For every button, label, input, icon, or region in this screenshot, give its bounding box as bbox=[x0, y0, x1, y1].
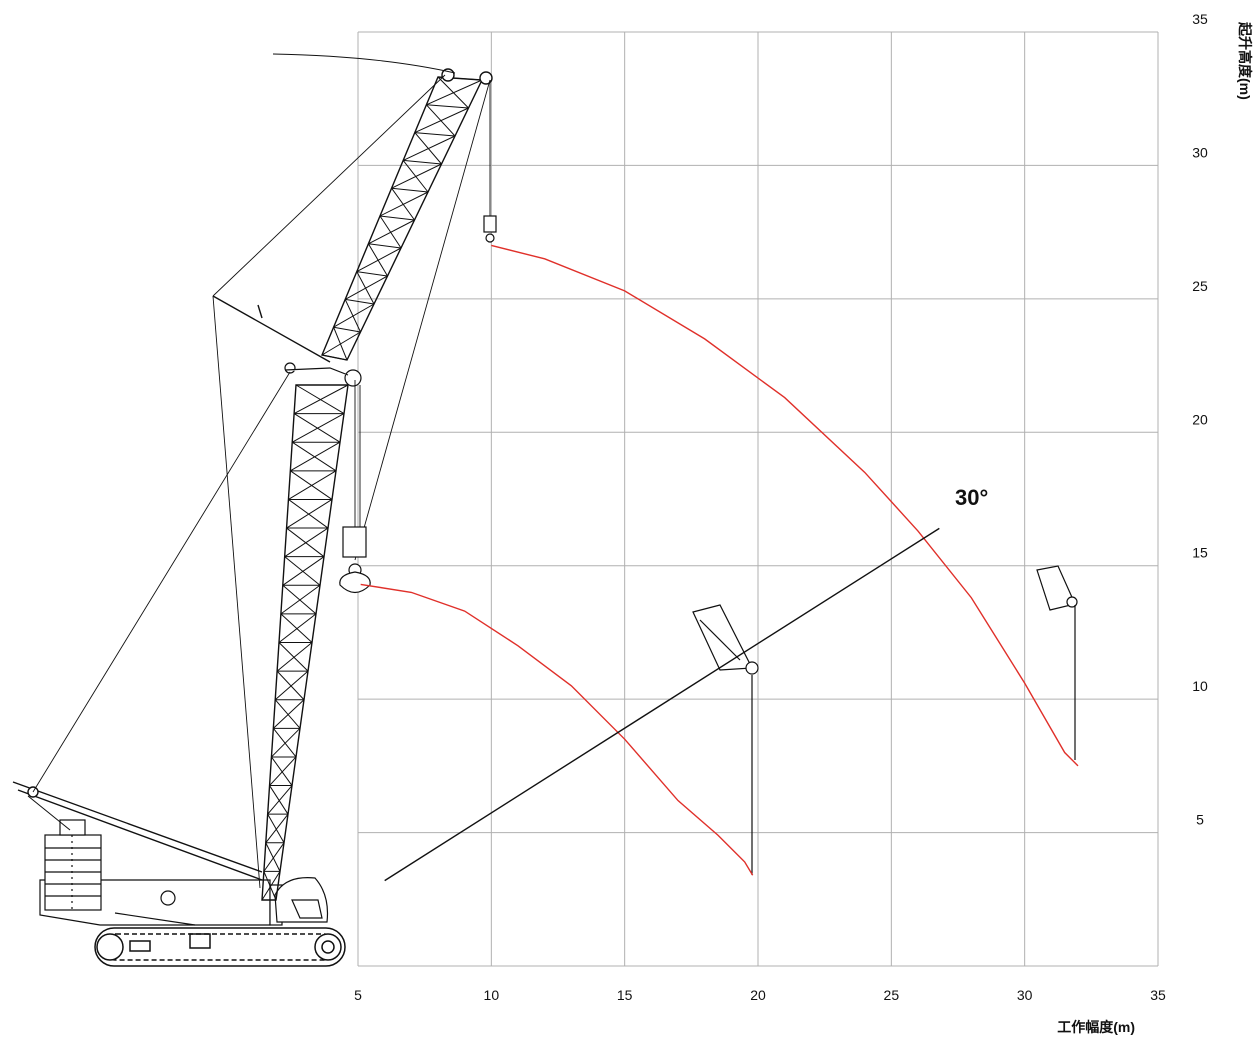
y-tick-label: 25 bbox=[1192, 278, 1208, 294]
x-axis-title: 工作幅度(m) bbox=[1057, 1019, 1135, 1035]
cab bbox=[274, 877, 329, 923]
x-tick-label: 30 bbox=[1017, 987, 1033, 1003]
jib-tip-position-1 bbox=[692, 604, 759, 875]
jib-tip-position-2 bbox=[1036, 565, 1078, 760]
y-tick-label: 35 bbox=[1192, 11, 1208, 27]
y-tick-labels: 5 10 15 20 25 30 35 bbox=[1192, 11, 1208, 828]
y-tick-label: 15 bbox=[1192, 545, 1208, 561]
x-tick-label: 10 bbox=[484, 987, 500, 1003]
x-tick-label: 15 bbox=[617, 987, 633, 1003]
main-hook-range-curve bbox=[360, 583, 754, 876]
luffing-jib bbox=[321, 68, 493, 361]
series-layer bbox=[360, 244, 1079, 882]
crawler-track bbox=[94, 927, 346, 967]
jib-strut bbox=[212, 295, 331, 363]
boom-head bbox=[284, 362, 362, 387]
main-boom bbox=[261, 384, 349, 901]
hook-block-main bbox=[339, 526, 371, 594]
hook-block-jib bbox=[483, 215, 497, 243]
y-tick-label: 20 bbox=[1192, 411, 1208, 427]
mast bbox=[12, 781, 263, 881]
ropes bbox=[32, 53, 491, 889]
x-tick-label: 25 bbox=[884, 987, 900, 1003]
jib-hook-range-curve bbox=[491, 244, 1079, 767]
x-tick-label: 35 bbox=[1150, 987, 1166, 1003]
y-tick-label: 10 bbox=[1192, 678, 1208, 694]
y-tick-label: 5 bbox=[1196, 812, 1204, 828]
grid bbox=[357, 31, 1159, 967]
jib-30-degree-line bbox=[384, 527, 940, 882]
x-tick-labels: 5 10 15 20 25 30 35 bbox=[354, 987, 1166, 1003]
y-axis-title: 起升高度(m) bbox=[1237, 21, 1253, 100]
x-tick-label: 20 bbox=[750, 987, 766, 1003]
x-tick-label: 5 bbox=[354, 987, 362, 1003]
counterweight bbox=[44, 819, 102, 911]
angle-label: 30° bbox=[955, 485, 988, 510]
y-tick-label: 30 bbox=[1192, 144, 1208, 160]
